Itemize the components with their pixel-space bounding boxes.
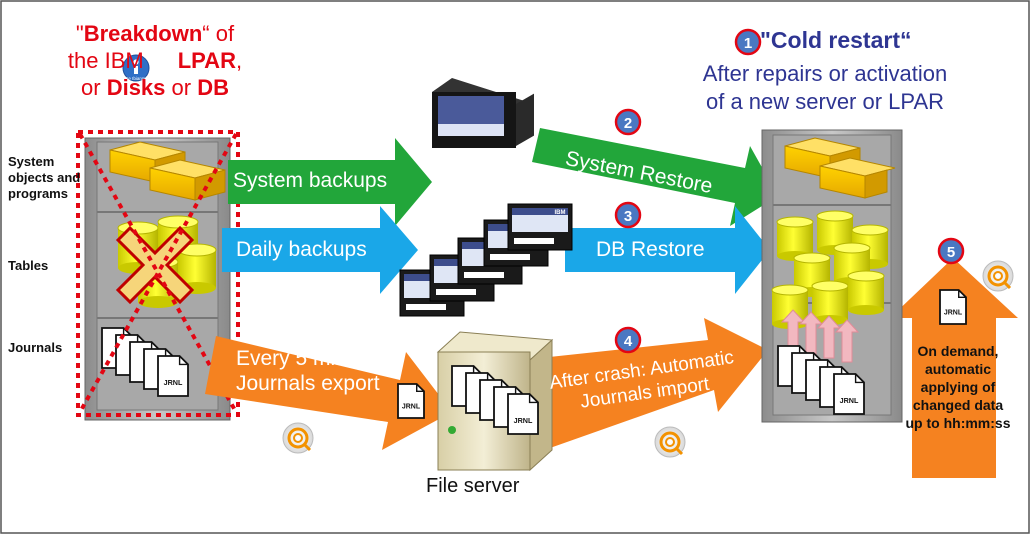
jrnl-label: JRNL — [164, 378, 183, 387]
tape-cartridge-single — [432, 78, 534, 148]
badge-5-number: 5 — [947, 244, 955, 261]
system-backups-arrow — [228, 138, 432, 226]
or-text-2: or — [165, 75, 198, 100]
jrnl-file-icon: JRNL — [397, 383, 425, 419]
swirl-logos — [282, 260, 1014, 458]
the-ibm-text: the IBM — [67, 48, 144, 73]
swirl-logo-icon — [654, 426, 686, 458]
system-objects-line-3: programs — [8, 186, 68, 201]
journals-import-arrow — [540, 318, 768, 448]
db-restore-label: DB Restore — [596, 238, 705, 261]
jrnl-label: JRNL — [514, 416, 533, 425]
jrnl-file-icon: JRNL — [939, 289, 967, 325]
daily-backups-arrow — [222, 206, 418, 294]
daily-backups-label: Daily backups — [236, 238, 367, 261]
jrnl-label: JRNL — [840, 396, 859, 405]
system-restore-arrow — [532, 128, 778, 226]
on-demand-text: On demand, automatic applying of changed… — [892, 342, 1024, 432]
ibm-i-logo-icon: Se Ibianmi — [122, 54, 150, 82]
badge-4-number: 4 — [624, 333, 633, 350]
comma: , — [235, 48, 243, 73]
system-backups-label: System backups — [233, 169, 388, 192]
jrnl-file-icon: JRNL — [833, 373, 865, 415]
db-word: DB — [197, 75, 229, 100]
on-demand-line-1: On demand, — [917, 343, 999, 359]
on-demand-line-4: changed data — [912, 397, 1004, 413]
ibm-logo-text: Se Ibianmi — [125, 76, 146, 81]
jrnl-label: JRNL — [402, 403, 421, 410]
badge-2: 2 — [614, 108, 642, 136]
breakdown-word: Breakdown — [83, 21, 203, 46]
cold-restart-description: After repairs or activation of a new ser… — [650, 60, 1000, 116]
tables-label: Tables — [8, 258, 49, 273]
cold-quote-open: " — [760, 27, 771, 53]
cylinder-icon — [771, 284, 809, 329]
jrnl-file-icon: JRNL — [507, 393, 539, 435]
tape-brand-label: IBM — [555, 210, 566, 216]
quote-open: " — [75, 21, 84, 46]
journals-export-arrow — [205, 336, 452, 450]
system-objects-line-1: System — [8, 154, 55, 169]
badge-5: 5 — [937, 237, 965, 265]
cold-quote-close: “ — [900, 27, 912, 53]
badge-1: 1 — [734, 28, 762, 56]
lpar-word: LPAR — [177, 48, 236, 73]
quote-close-of: “ of — [202, 21, 235, 46]
journals-label: Journals — [8, 340, 63, 355]
db-restore-arrow — [565, 206, 770, 294]
on-demand-line-2: automatic — [924, 361, 992, 377]
apply-up-arrows — [780, 309, 860, 363]
file-server-journals-stack: JRNL — [451, 365, 539, 435]
jrnl-file-icon-export: JRNL — [397, 383, 425, 419]
jrnl-file-icon-ondemand: JRNL — [939, 289, 967, 325]
disks-word: Disks — [106, 75, 166, 100]
cylinder-icon — [847, 270, 885, 315]
system-objects-label: System objects and programs — [8, 154, 80, 202]
every5-line-2: Journals export — [236, 372, 380, 395]
system-objects-line-2: objects and — [8, 170, 81, 185]
badge-1-number: 1 — [744, 35, 752, 52]
on-demand-line-3: applying of — [920, 379, 996, 395]
badge-3-number: 3 — [624, 208, 632, 225]
jrnl-label: JRNL — [944, 309, 963, 316]
every5-line-1: Every 5 minutes: — [236, 347, 393, 370]
jrnl-file-icon: JRNL — [157, 355, 189, 397]
system-objects-boxes — [109, 141, 226, 201]
on-demand-line-5: up to hh:mm:ss — [905, 415, 1011, 431]
badge-2-number: 2 — [624, 115, 632, 132]
journals-export-label: Every 5 minutes: Journals export — [236, 346, 392, 396]
cold-restart-title: "Cold restart“ — [760, 27, 912, 54]
description-line-2: of a new server or LPAR — [705, 89, 945, 114]
restored-journals-stack: JRNL — [777, 345, 865, 415]
description-line-1: After repairs or activation — [702, 61, 948, 86]
tape-cartridges-stack: IBMIBMIBMIBMIBM — [399, 203, 573, 317]
badge-3: 3 — [614, 201, 642, 229]
breakdown-dotted-outline — [76, 130, 240, 417]
cold-restart-text: Cold restart — [770, 27, 900, 53]
swirl-logo-icon — [982, 260, 1014, 292]
restored-system-boxes — [784, 137, 896, 199]
swirl-logo-icon — [282, 422, 314, 454]
badge-4: 4 — [614, 326, 642, 354]
tape-cartridge-icon: IBM — [507, 203, 573, 251]
or-text-1: or — [81, 75, 107, 100]
apply-changes-up-arrow — [890, 258, 1018, 478]
file-server-label: File server — [426, 475, 520, 497]
